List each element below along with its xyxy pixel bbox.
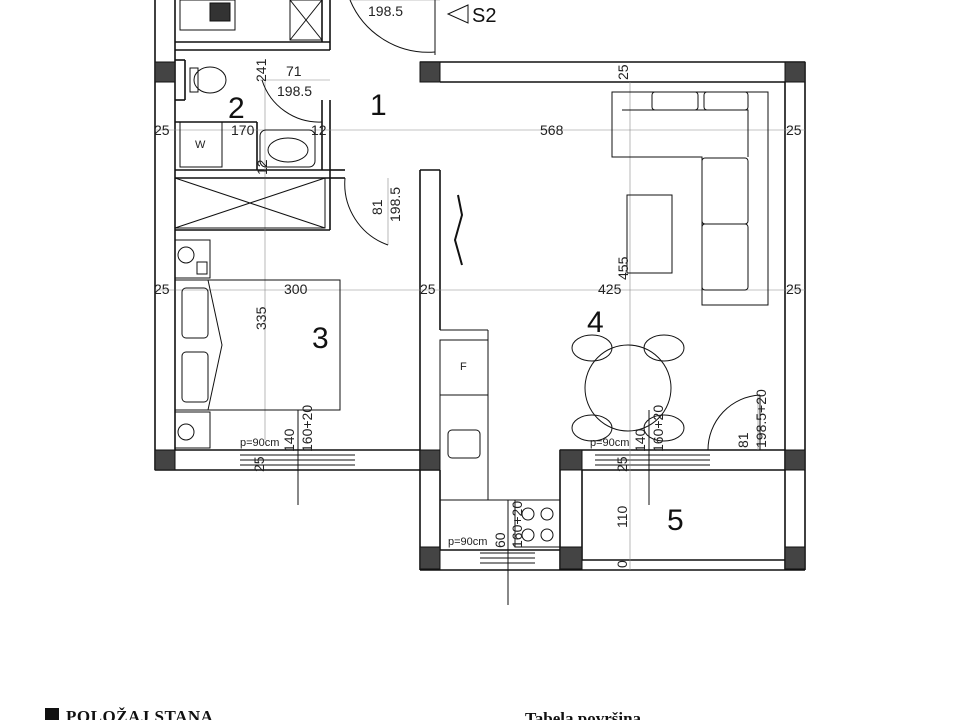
dim-label: 335 xyxy=(253,306,269,330)
dim-label: p=90cm xyxy=(448,536,487,548)
dim-label: 300 xyxy=(284,281,308,297)
location-title: POLOŽAJ STANA xyxy=(66,707,214,720)
room-label-4: 4 xyxy=(587,306,604,339)
room-label-5: 5 xyxy=(667,504,684,537)
dim-label: 25 xyxy=(251,456,267,472)
dim-label: 140 xyxy=(281,428,297,452)
doors xyxy=(261,0,761,451)
dim-label: 140 xyxy=(632,428,648,452)
walls xyxy=(154,0,806,571)
dim-label: 198.5+20 xyxy=(753,389,769,448)
dim-label: 81 xyxy=(735,432,751,448)
dim-label: p=90cm xyxy=(240,437,279,449)
dimension-lines xyxy=(155,0,805,570)
table-title: Tabela površina xyxy=(525,709,642,720)
dim-label: 170 xyxy=(231,122,255,138)
dim-label: 198.5 xyxy=(387,187,403,222)
room-label-3: 3 xyxy=(312,322,329,355)
living-furniture xyxy=(571,91,769,442)
dim-label: 241 xyxy=(253,58,269,82)
dim-label: 160+20 xyxy=(299,405,315,452)
bathroom-fixtures xyxy=(174,0,326,229)
pillars xyxy=(154,61,806,570)
bedroom-furniture xyxy=(174,239,341,449)
fridge-label: F xyxy=(460,361,467,373)
room-label-2: 2 xyxy=(228,92,245,125)
dim-label: 25 xyxy=(154,122,170,138)
dimension-labels: 198.5 241 71 198.5 25 170 12 568 25 25 1… xyxy=(154,3,802,568)
dim-label: 25 xyxy=(420,281,436,297)
dim-label: p=90cm xyxy=(590,437,629,449)
dim-label: 198.5 xyxy=(368,3,403,19)
dim-label: 25 xyxy=(615,64,631,80)
dim-label: 198.5 xyxy=(277,83,312,99)
square-bullet-icon xyxy=(45,708,59,720)
dim-label: 160+20 xyxy=(650,405,666,452)
dim-label: 81 xyxy=(369,199,385,215)
dim-label: 25 xyxy=(786,281,802,297)
dim-label: 71 xyxy=(286,63,302,79)
section-marker-arrow xyxy=(446,4,469,24)
dim-label: 0 xyxy=(614,560,630,568)
section-marker-label: S2 xyxy=(472,5,496,27)
dim-label: 425 xyxy=(598,281,622,297)
dim-label: 25 xyxy=(786,122,802,138)
dim-label: 110 xyxy=(614,505,630,528)
dim-label: 160+20 xyxy=(509,501,525,548)
kitchen-fixtures xyxy=(439,194,561,548)
dim-label: 568 xyxy=(540,122,564,138)
dim-label: 60 xyxy=(492,532,508,548)
dim-label: 12 xyxy=(254,159,270,175)
fixture-labels: W F xyxy=(195,139,467,373)
dim-label: 25 xyxy=(614,456,630,472)
room-labels: 1 2 3 4 5 xyxy=(228,89,684,537)
dim-label: 25 xyxy=(154,281,170,297)
dim-label: 455 xyxy=(615,256,631,280)
room-label-1: 1 xyxy=(370,89,387,122)
washer-label: W xyxy=(195,139,206,151)
dim-label: 12 xyxy=(311,122,327,138)
